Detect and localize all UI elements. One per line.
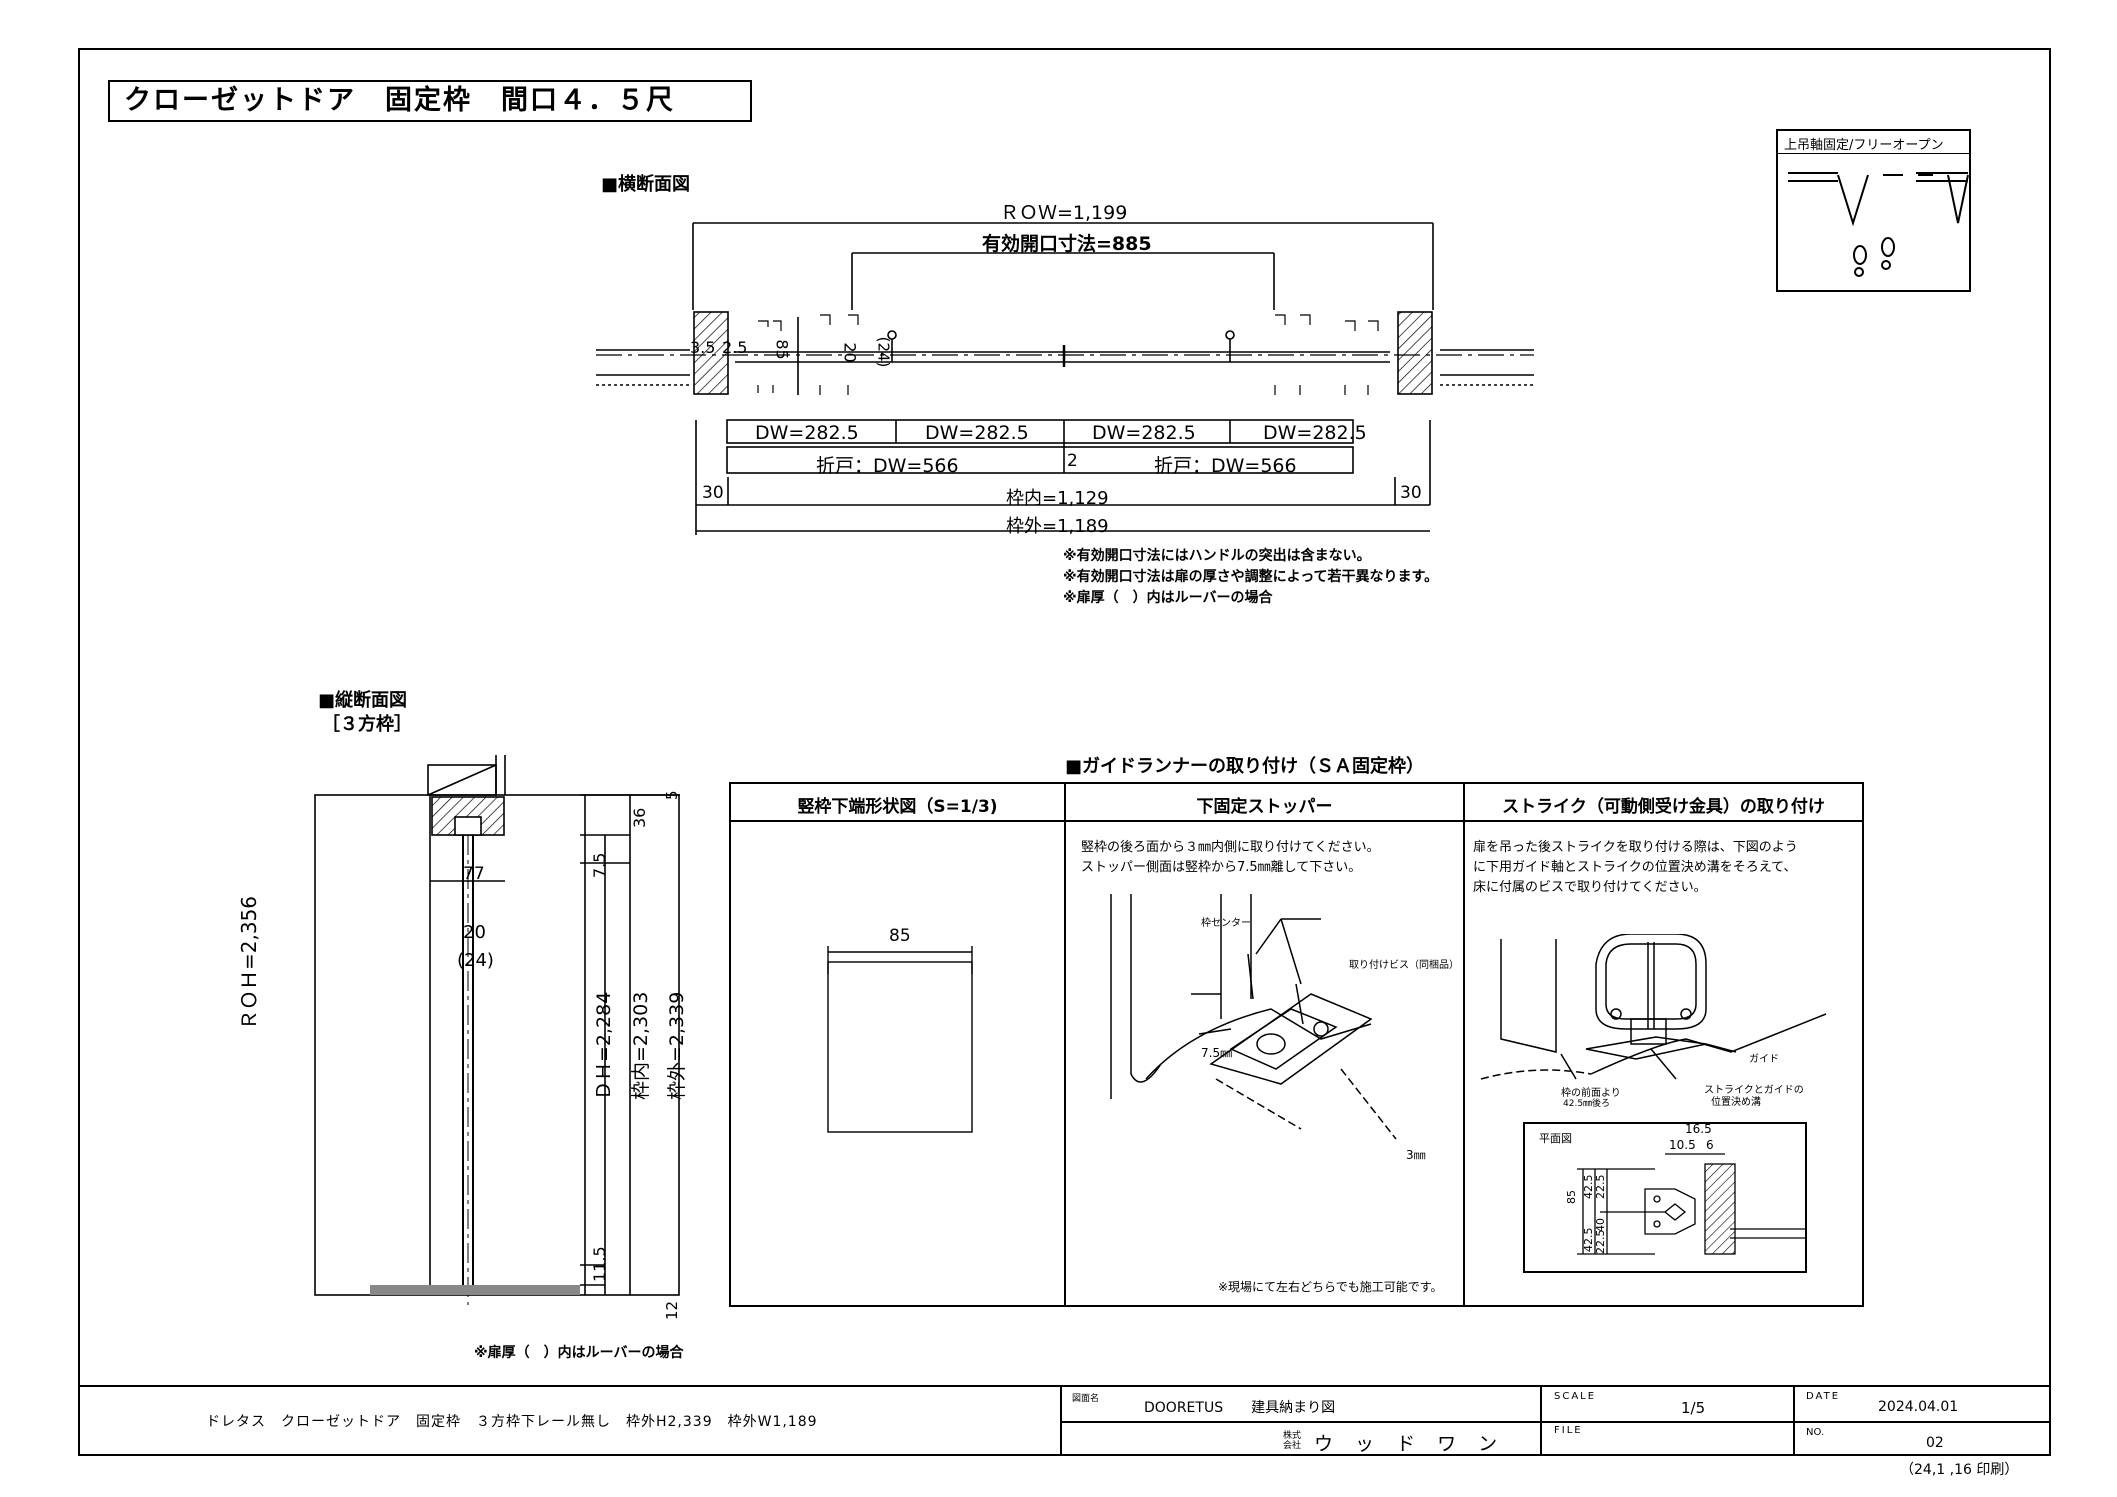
plan-view-box: 平面図 16.5 10.5 6 — [1523, 1122, 1807, 1273]
plan-view-title: 平面図 — [1539, 1132, 1572, 1145]
roh-dimension: ＲＯＨ=2,356 — [237, 895, 261, 1030]
jamb-end-profile — [827, 946, 973, 1133]
vertical-section-drawing — [314, 755, 680, 1305]
scale-value: 1/5 — [1681, 1399, 1706, 1417]
plan-dim-22-5-a: 22.5 — [1594, 1174, 1607, 1200]
company-prefix: 株式会社 — [1283, 1431, 1302, 1451]
scale-label: SCALE — [1554, 1391, 1597, 1402]
inner-height: 枠内=2,303 — [630, 991, 652, 1100]
drawing-name: DOORETUS 建具納まり図 — [1144, 1400, 1336, 1416]
frame-center-label: 枠センター — [1201, 918, 1251, 929]
col3-text-1: 扉を吊った後ストライクを取り付ける際は、下図のよう — [1473, 840, 1798, 855]
col2-header: 下固定ストッパー — [1196, 797, 1333, 817]
vertical-section-heading: ■縦断面図 — [318, 690, 408, 711]
inner-width: 枠内=1,129 — [1006, 488, 1109, 509]
no-value: 02 — [1926, 1435, 1944, 1451]
vertical-note: ※扉厚（ ）内はルーバーの場合 — [474, 1345, 684, 1361]
hinge-legend-title: 上吊軸固定/フリーオープン — [1784, 138, 1944, 153]
fold-door-label-2: 折戸：DW=566 — [1154, 455, 1297, 477]
dim-5: 5 — [663, 790, 681, 800]
horizontal-section-drawing — [596, 222, 1534, 535]
dim-12: 12 — [663, 1300, 681, 1320]
dim-77: 77 — [463, 864, 485, 884]
col3-text-2: に下用ガイド軸とストライクの位置決め溝をそろえて、 — [1473, 860, 1797, 875]
dw-label-1: DW=282.5 — [755, 422, 859, 444]
plan-dim-6: 6 — [1706, 1138, 1714, 1152]
col2-text-1: 竪枠の後ろ面から３㎜内側に取り付けてください。 — [1081, 840, 1380, 855]
horizontal-note-2: ※有効開口寸法は扉の厚さや調整によって若干異なります。 — [1063, 569, 1439, 585]
side-30-right: 30 — [1400, 483, 1422, 503]
hinge-legend-box: 上吊軸固定/フリーオープン — [1776, 129, 1971, 292]
offset-3-label: 3㎜ — [1406, 1148, 1426, 1162]
offset-7-5-label: 7.5㎜ — [1201, 1046, 1233, 1060]
side-30-left: 30 — [702, 483, 724, 503]
dim-20: 20 — [840, 342, 860, 363]
dim-3-5: 3.5 — [690, 338, 716, 357]
dim-24-vertical: (24) — [457, 950, 494, 971]
guide-label: ガイド — [1749, 1054, 1779, 1065]
plan-dim-85: 85 — [1565, 1190, 1578, 1204]
dw-label-4: DW=282.5 — [1263, 422, 1367, 444]
front-offset-label-2: 42.5㎜後ろ — [1563, 1099, 1611, 1109]
horizontal-note-3: ※扉厚（ ）内はルーバーの場合 — [1063, 590, 1273, 606]
effective-opening-dimension: 有効開口寸法=885 — [982, 233, 1152, 255]
title-block: ドレタス クローゼットドア 固定枠 ３方枠下レール無し 枠外H2,339 枠外W… — [78, 1385, 2051, 1458]
dim-85: 85 — [772, 339, 792, 360]
row-dimension: ＲＯＷ=1,199 — [1000, 202, 1128, 224]
dh-dimension: ＤＨ=2,284 — [593, 991, 615, 1100]
plan-view-drawing — [1577, 1153, 1805, 1255]
col2-note: ※現場にて左右どちらでも施工可能です。 — [1218, 1280, 1443, 1294]
title-block-description: ドレタス クローゼットドア 固定枠 ３方枠下レール無し 枠外H2,339 枠外W… — [206, 1414, 818, 1430]
dim-2-5: 2.5 — [722, 338, 748, 357]
fold-door-label-1: 折戸：DW=566 — [816, 455, 959, 477]
col1-header: 竪枠下端形状図（S=1/3) — [797, 797, 998, 817]
col2-text-2: ストッパー側面は竪枠から7.5㎜離して下さい。 — [1081, 860, 1362, 875]
dim-11-5: 11.5 — [590, 1246, 609, 1282]
dim-7-5: 7.5 — [590, 852, 609, 878]
guide-runner-table: 竪枠下端形状図（S=1/3) 下固定ストッパー ストライク（可動側受け金具）の取… — [729, 782, 1864, 1307]
dim-36: 36 — [630, 807, 649, 828]
date-label: DATE — [1806, 1391, 1841, 1402]
file-label: FILE — [1554, 1425, 1583, 1436]
front-offset-label-1: 枠の前面より — [1561, 1088, 1621, 1099]
company-name: ウ ッ ド ワ ン — [1314, 1433, 1506, 1455]
gap-mid: 2 — [1067, 451, 1078, 471]
outer-width: 枠外=1,189 — [1006, 516, 1109, 537]
screw-label: 取り付けビス（同梱品） — [1349, 960, 1459, 971]
groove-label-2: 位置決め溝 — [1711, 1097, 1761, 1108]
dw-label-3: DW=282.5 — [1092, 422, 1196, 444]
no-label: NO. — [1806, 1427, 1825, 1438]
horizontal-note-1: ※有効開口寸法にはハンドルの突出は含まない。 — [1063, 548, 1371, 564]
dim-24: (24) — [874, 336, 893, 368]
dw-label-2: DW=282.5 — [925, 422, 1029, 444]
plan-dim-22-5-b: 22.5 — [1594, 1229, 1607, 1255]
col3-text-3: 床に付属のビスで取り付けてください。 — [1473, 880, 1707, 895]
bottom-stopper-illustration — [1110, 894, 1397, 1140]
col3-header: ストライク（可動側受け金具）の取り付け — [1502, 797, 1825, 817]
col1-dim-85: 85 — [889, 926, 911, 946]
horizontal-section-heading: ■横断面図 — [601, 174, 691, 195]
drawing-title: クローゼットドア 固定枠 間口４．５尺 — [108, 80, 752, 122]
dim-20-vertical: 20 — [463, 922, 486, 943]
vertical-section-subheading: ［３方枠］ — [322, 714, 412, 735]
drawing-name-label: 図面名 — [1072, 1394, 1100, 1404]
plan-dim-10-5: 10.5 — [1669, 1138, 1696, 1152]
drawing-frame — [78, 48, 2051, 1456]
date-value: 2024.04.01 — [1878, 1399, 1959, 1415]
hinge-legend-icon — [1788, 172, 1969, 277]
strike-illustration — [1480, 934, 1827, 1080]
groove-label-1: ストライクとガイドの — [1704, 1085, 1804, 1096]
guide-runner-heading: ■ガイドランナーの取り付け（ＳＡ固定枠） — [1065, 756, 1425, 777]
plan-dim-16-5: 16.5 — [1685, 1122, 1712, 1136]
outer-height: 枠外=2,339 — [666, 991, 688, 1100]
print-date: （24,1 ,16 印刷） — [1900, 1462, 2019, 1478]
